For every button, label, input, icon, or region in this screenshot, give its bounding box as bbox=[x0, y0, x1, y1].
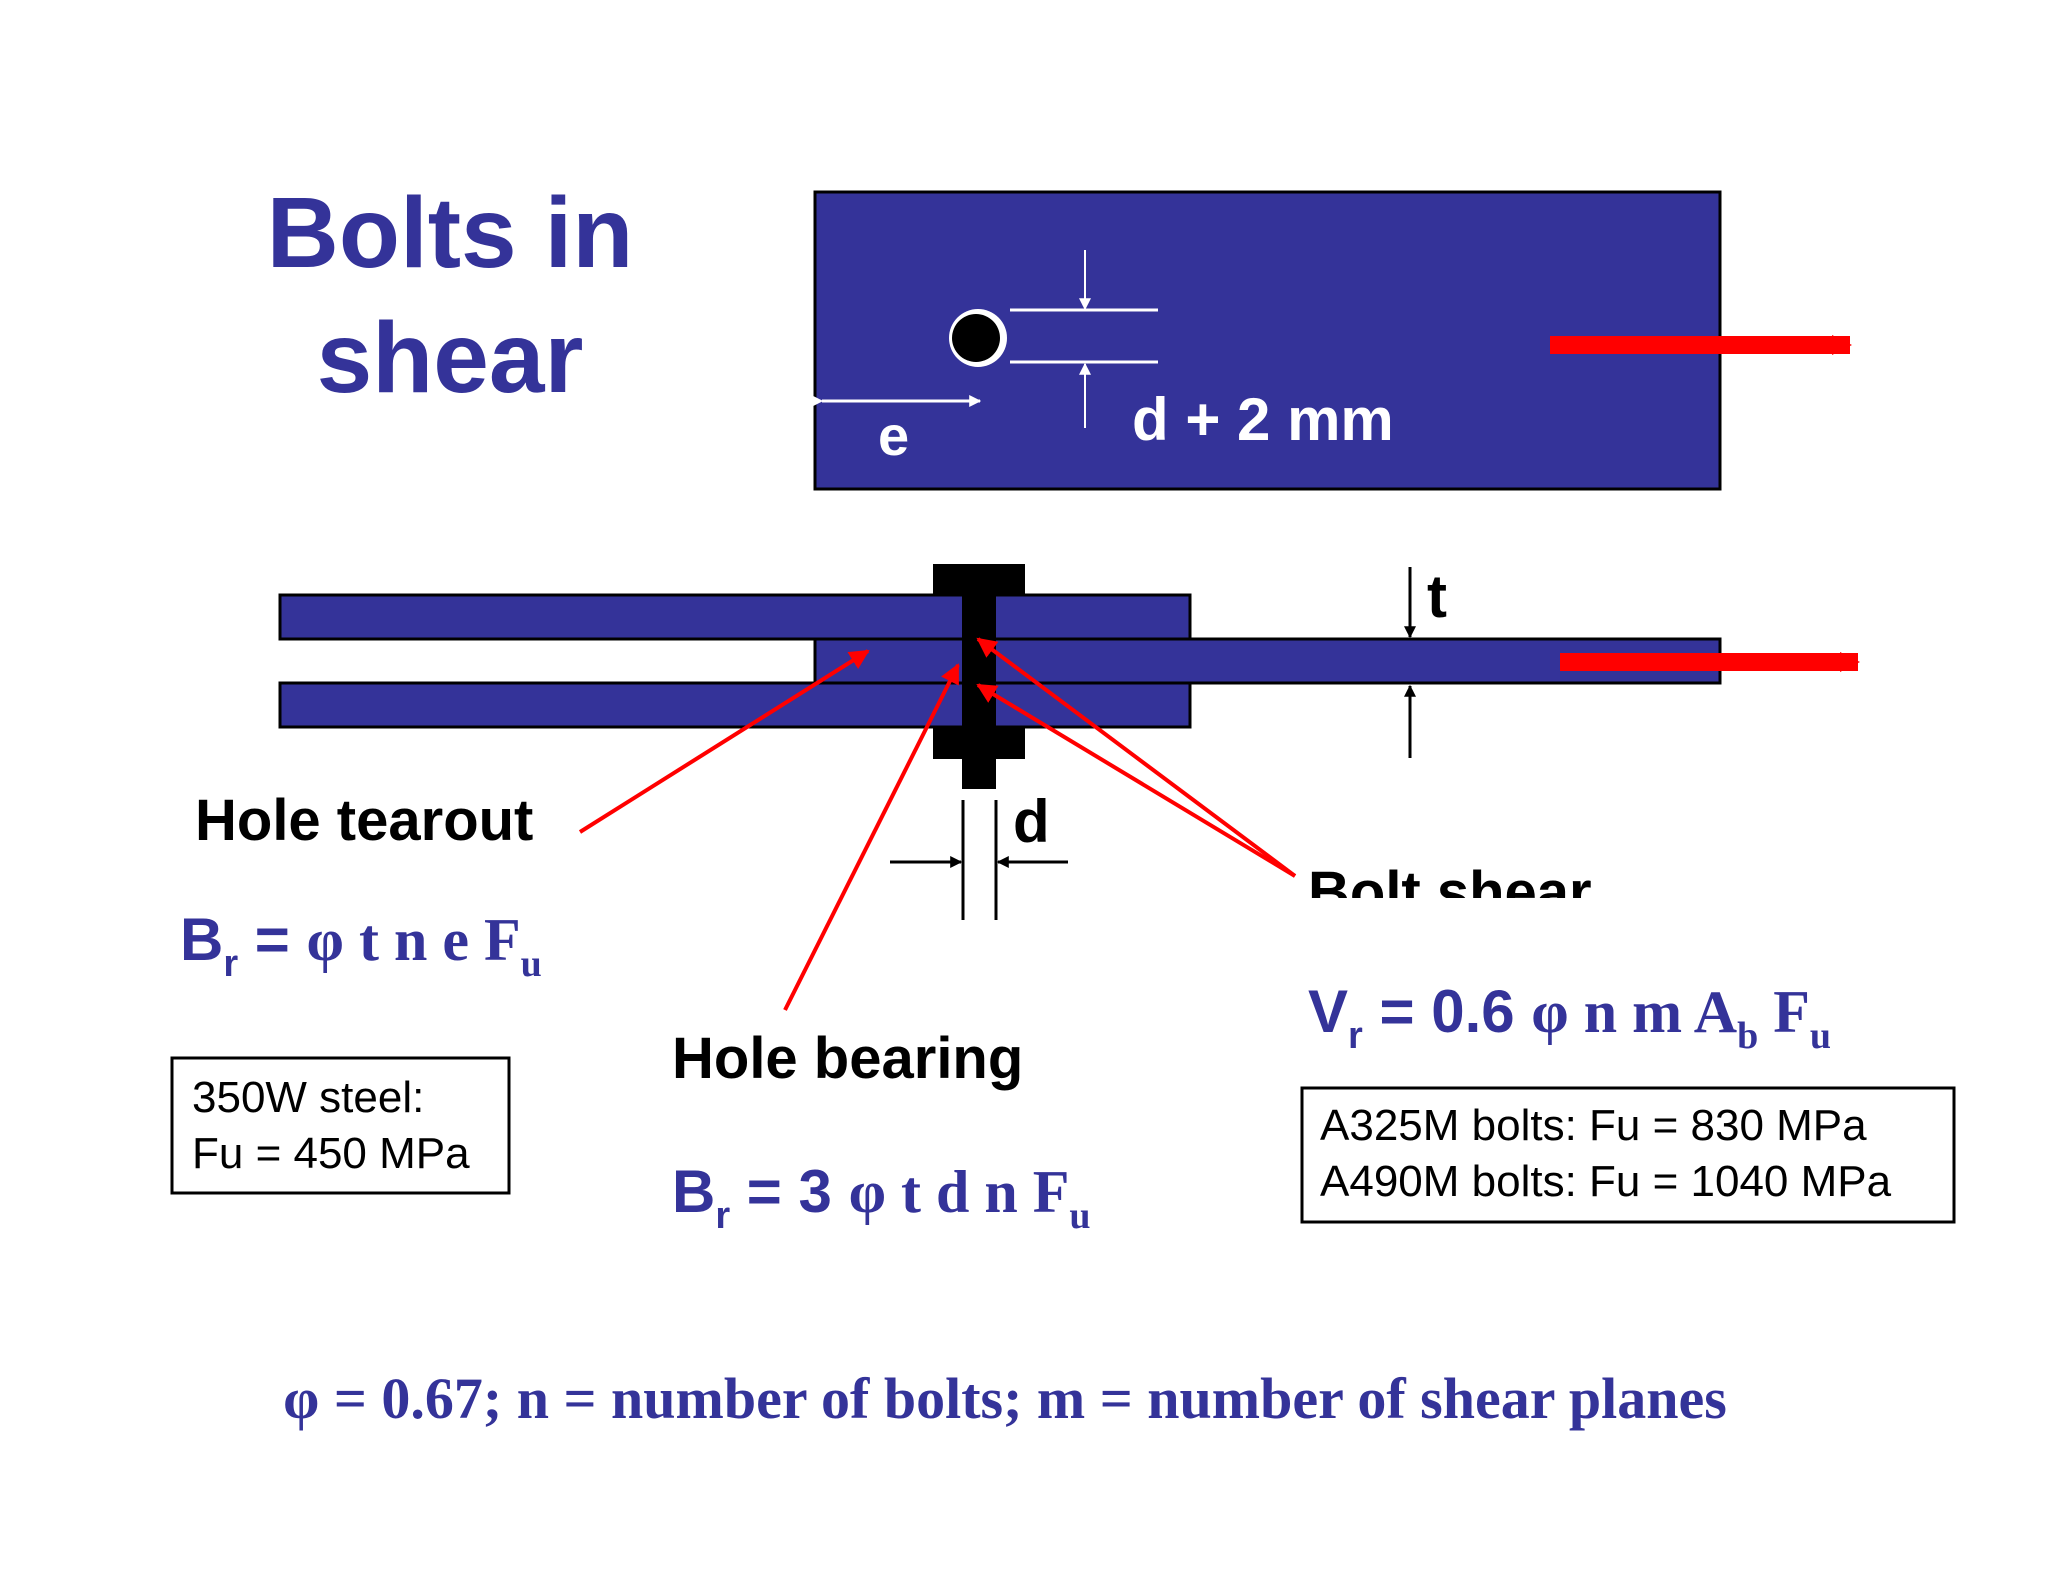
bolt-shank bbox=[962, 596, 996, 736]
hole-diameter-label: d + 2 mm bbox=[1132, 386, 1394, 453]
hole-bearing-label: Hole bearing bbox=[672, 1026, 1023, 1091]
pointer-shear-upper bbox=[976, 637, 1297, 878]
hole-tearout-label: Hole tearout bbox=[195, 788, 533, 853]
footer-definitions: φ = 0.67; n = number of bolts; m = numbe… bbox=[283, 1366, 1727, 1431]
title-line-2: shear bbox=[317, 302, 584, 414]
bearing-formula: Br = 3 φ t d n Fu bbox=[672, 1158, 1091, 1237]
bolt-shear-label-mask bbox=[1300, 898, 1640, 928]
bolt-head bbox=[933, 564, 1025, 596]
pointer-shear-lower bbox=[976, 683, 1297, 878]
tearout-formula: Br = φ t n e Fu bbox=[180, 906, 542, 985]
bolt-grade-line-2: A490M bolts: Fu = 1040 MPa bbox=[1320, 1157, 1892, 1206]
steel-info-box bbox=[170, 1056, 511, 1195]
bolt-nut bbox=[933, 727, 1025, 759]
steel-info-line-2: Fu = 450 MPa bbox=[192, 1129, 470, 1178]
pointer-bearing bbox=[783, 663, 960, 1011]
bolt-top-view bbox=[952, 314, 1000, 362]
bolt-shear-formula: Vr = 0.6 φ n m Ab Fu bbox=[1308, 978, 1831, 1057]
bolt-tail bbox=[962, 759, 996, 789]
outer-plate-top bbox=[278, 593, 1192, 641]
outer-plate-bottom bbox=[278, 681, 1192, 729]
steel-info-line-1: 350W steel: bbox=[192, 1073, 424, 1122]
edge-distance-label: e bbox=[878, 404, 909, 467]
bolt-grade-line-1: A325M bolts: Fu = 830 MPa bbox=[1320, 1101, 1867, 1150]
thickness-label: t bbox=[1427, 563, 1447, 630]
title-line-1: Bolts in bbox=[267, 177, 634, 289]
bolt-diameter-label: d bbox=[1013, 788, 1050, 855]
bolt-grade-box bbox=[1300, 1086, 1956, 1224]
pointer-tearout bbox=[578, 649, 870, 834]
